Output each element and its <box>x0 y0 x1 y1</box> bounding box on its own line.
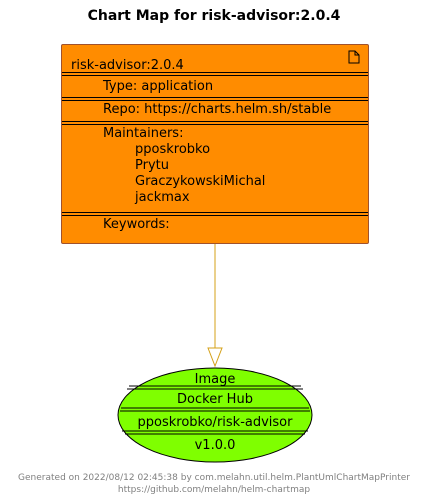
footer-generated: Generated on 2022/08/12 02:45:38 by com.… <box>18 473 410 483</box>
maintainers-label: Maintainers: <box>103 126 184 141</box>
image-repository: pposkrobko/risk-advisor <box>137 415 293 430</box>
image-node: Image Docker Hub pposkrobko/risk-advisor… <box>117 367 313 463</box>
image-ellipse <box>117 367 313 463</box>
maintainer: jackmax <box>135 190 190 205</box>
chart-type: Type: application <box>103 79 214 94</box>
chart-repo: Repo: https://charts.helm.sh/stable <box>103 102 332 117</box>
file-icon <box>348 50 360 64</box>
arrowhead-icon <box>207 347 223 368</box>
chart-node: risk-advisor:2.0.4 Type: application Rep… <box>61 44 369 244</box>
maintainers-list: pposkrobko Prytu GraczykowskiMichal jack… <box>135 142 265 206</box>
diagram-title: Chart Map for risk-advisor:2.0.4 <box>87 8 341 24</box>
footer-link: https://github.com/melahn/helm-chartmap <box>117 485 311 495</box>
image-registry: Docker Hub <box>177 392 253 407</box>
maintainer: pposkrobko <box>135 142 211 157</box>
image-tag: v1.0.0 <box>194 438 236 453</box>
chart-name: risk-advisor:2.0.4 <box>71 58 184 73</box>
maintainer: Prytu <box>135 158 169 173</box>
separator <box>62 97 368 101</box>
maintainer: GraczykowskiMichal <box>135 174 266 189</box>
separator <box>62 72 368 76</box>
separator <box>62 121 368 125</box>
keywords-label: Keywords: <box>103 217 170 232</box>
separator <box>62 212 368 216</box>
image-stereotype: Image <box>194 372 236 387</box>
